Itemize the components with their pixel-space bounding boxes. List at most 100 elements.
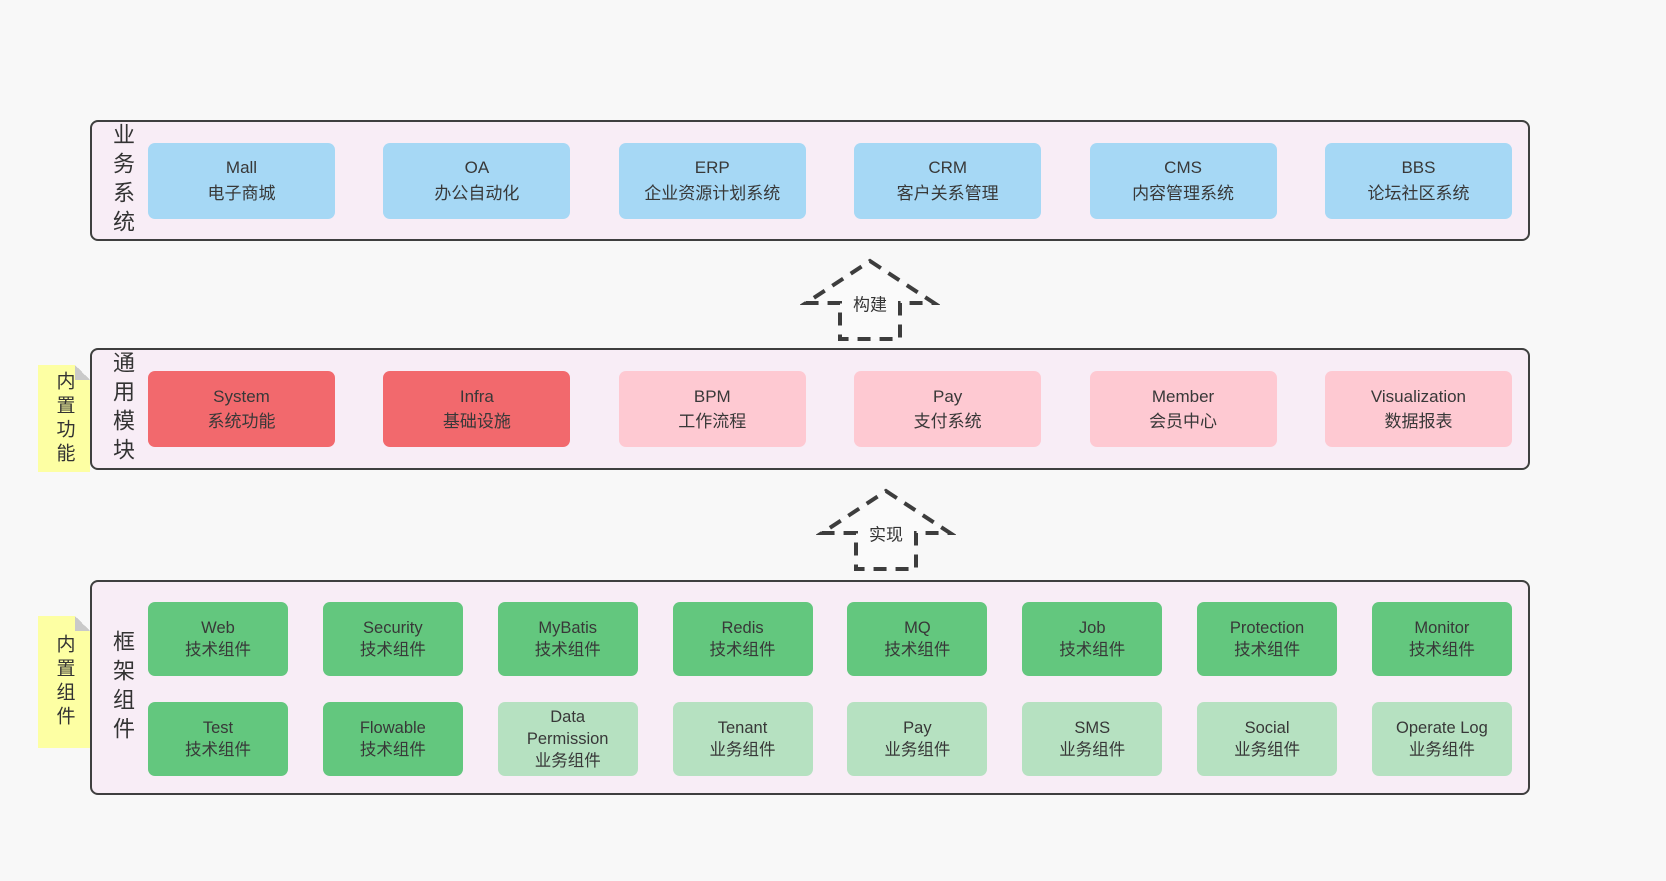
box-web: Web 技术组件 xyxy=(148,602,288,676)
box-subtitle: 企业资源计划系统 xyxy=(644,183,781,203)
business-systems-panel: 业务系统 Mall 电子商城 OA 办公自动化 ERP 企业资源计划系统 CRM… xyxy=(90,120,1530,241)
box-title: Redis xyxy=(721,618,764,637)
folded-corner-icon xyxy=(75,365,90,380)
box-subtitle: 业务组件 xyxy=(1059,741,1126,759)
box-subtitle: 支付系统 xyxy=(913,412,982,431)
box-flowable: Flowable 技术组件 xyxy=(322,702,463,776)
panel-label-business: 业务系统 xyxy=(110,122,135,239)
box-cms: CMS 内容管理系统 xyxy=(1089,142,1277,219)
module-boxes-row: System 系统功能 Infra 基础设施 BPM 工作流程 Pay 支付系统… xyxy=(148,371,1512,447)
box-title: Monitor xyxy=(1414,618,1470,637)
box-job: Job 技术组件 xyxy=(1022,602,1163,676)
box-mybatis: MyBatis 技术组件 xyxy=(497,602,638,676)
box-subtitle: 客户关系管理 xyxy=(896,183,999,203)
box-title: Job xyxy=(1078,618,1106,637)
box-title: BBS xyxy=(1401,158,1436,177)
component-row-2: Test 技术组件 Flowable 技术组件 Data Permission … xyxy=(148,702,1512,776)
box-operate-log: Operate Log 业务组件 xyxy=(1371,702,1512,776)
box-title: ERP xyxy=(694,158,730,177)
common-modules-panel: 通用模块 System 系统功能 Infra 基础设施 BPM 工作流程 Pay… xyxy=(90,348,1530,470)
box-subtitle: 技术组件 xyxy=(534,641,601,659)
box-tenant: Tenant 业务组件 xyxy=(672,702,813,776)
build-arrow-label: 构建 xyxy=(850,290,890,316)
framework-components-panel: 框架组件 Web 技术组件 Security 技术组件 MyBatis 技术组件… xyxy=(90,580,1530,795)
box-subtitle: 数据报表 xyxy=(1384,412,1453,431)
box-title: Social xyxy=(1244,718,1290,737)
box-title: Tenant xyxy=(717,718,768,737)
box-title: SMS xyxy=(1074,718,1111,737)
box-title: Pay xyxy=(903,718,932,737)
box-subtitle: 系统功能 xyxy=(207,412,276,431)
box-subtitle: 技术组件 xyxy=(884,641,951,659)
box-subtitle: 业务组件 xyxy=(534,752,601,771)
box-subtitle: 会员中心 xyxy=(1149,412,1218,431)
box-title: Pay xyxy=(933,386,963,406)
box-sms: SMS 业务组件 xyxy=(1022,702,1163,776)
business-boxes-row: Mall 电子商城 OA 办公自动化 ERP 企业资源计划系统 CRM 客户关系… xyxy=(148,142,1512,219)
box-subtitle: 技术组件 xyxy=(1408,641,1475,659)
sticky-note-built-in-features: 内置功能 xyxy=(38,365,90,472)
box-title: Flowable xyxy=(359,718,426,737)
box-title: Web xyxy=(201,618,235,637)
box-title: BPM xyxy=(693,386,731,406)
box-subtitle: 电子商城 xyxy=(207,183,276,203)
box-title: Member xyxy=(1151,386,1215,406)
box-title: OA xyxy=(464,158,490,177)
box-infra: Infra 基础设施 xyxy=(383,371,571,447)
build-arrow-icon: 构建 xyxy=(800,257,940,343)
box-member: Member 会员中心 xyxy=(1089,371,1277,447)
box-title: MyBatis xyxy=(538,618,598,637)
box-subtitle: 技术组件 xyxy=(1059,641,1126,659)
box-title: Infra xyxy=(459,386,494,406)
box-mall: Mall 电子商城 xyxy=(148,142,335,219)
box-visualization: Visualization 数据报表 xyxy=(1324,371,1512,447)
box-pay-component: Pay 业务组件 xyxy=(847,702,988,776)
sticky-label: 内置组件 xyxy=(53,634,75,730)
box-subtitle: 业务组件 xyxy=(1408,741,1475,759)
box-title: Mall xyxy=(225,158,258,177)
box-subtitle: 业务组件 xyxy=(884,741,951,759)
box-crm: CRM 客户关系管理 xyxy=(854,142,1042,219)
box-pay: Pay 支付系统 xyxy=(854,371,1042,447)
box-subtitle: 技术组件 xyxy=(185,641,251,659)
panel-label-modules: 通用模块 xyxy=(110,351,135,467)
box-redis: Redis 技术组件 xyxy=(672,602,813,676)
box-monitor: Monitor 技术组件 xyxy=(1371,602,1512,676)
box-title: CRM xyxy=(928,158,968,177)
box-security: Security 技术组件 xyxy=(322,602,463,676)
box-title: Visualization xyxy=(1370,386,1467,406)
folded-corner-icon xyxy=(75,616,90,631)
box-title: Protection xyxy=(1229,618,1305,637)
box-bpm: BPM 工作流程 xyxy=(618,371,806,447)
implement-arrow-label: 实现 xyxy=(866,520,906,546)
implement-arrow-icon: 实现 xyxy=(816,487,956,573)
box-subtitle: 业务组件 xyxy=(1234,741,1301,759)
component-row-1: Web 技术组件 Security 技术组件 MyBatis 技术组件 Redi… xyxy=(148,602,1512,676)
box-subtitle: 技术组件 xyxy=(359,741,426,759)
box-subtitle: 技术组件 xyxy=(709,641,776,659)
sticky-note-built-in-components: 内置组件 xyxy=(38,616,90,748)
box-subtitle: 论坛社区系统 xyxy=(1367,183,1470,203)
box-title: System xyxy=(213,386,270,406)
box-subtitle: 技术组件 xyxy=(359,641,426,659)
component-rows: Web 技术组件 Security 技术组件 MyBatis 技术组件 Redi… xyxy=(148,602,1512,776)
box-data-permission: Data Permission 业务组件 xyxy=(497,702,638,776)
box-test: Test 技术组件 xyxy=(148,702,288,776)
box-title: CMS xyxy=(1164,158,1202,177)
box-subtitle: 办公自动化 xyxy=(434,183,520,203)
box-subtitle: 技术组件 xyxy=(1234,641,1301,659)
box-protection: Protection 技术组件 xyxy=(1197,602,1338,676)
box-subtitle: 业务组件 xyxy=(709,741,776,759)
box-erp: ERP 企业资源计划系统 xyxy=(618,142,806,219)
box-subtitle: 内容管理系统 xyxy=(1132,183,1235,203)
box-subtitle: 基础设施 xyxy=(442,412,511,431)
box-social: Social 业务组件 xyxy=(1197,702,1338,776)
box-oa: OA 办公自动化 xyxy=(383,142,571,219)
panel-label-components: 框架组件 xyxy=(110,629,135,746)
box-system: System 系统功能 xyxy=(148,371,335,447)
sticky-label: 内置功能 xyxy=(53,370,75,467)
box-mq: MQ 技术组件 xyxy=(847,602,988,676)
box-title: Data Permission xyxy=(526,707,609,748)
box-subtitle: 工作流程 xyxy=(678,412,747,431)
box-bbs: BBS 论坛社区系统 xyxy=(1324,142,1512,219)
